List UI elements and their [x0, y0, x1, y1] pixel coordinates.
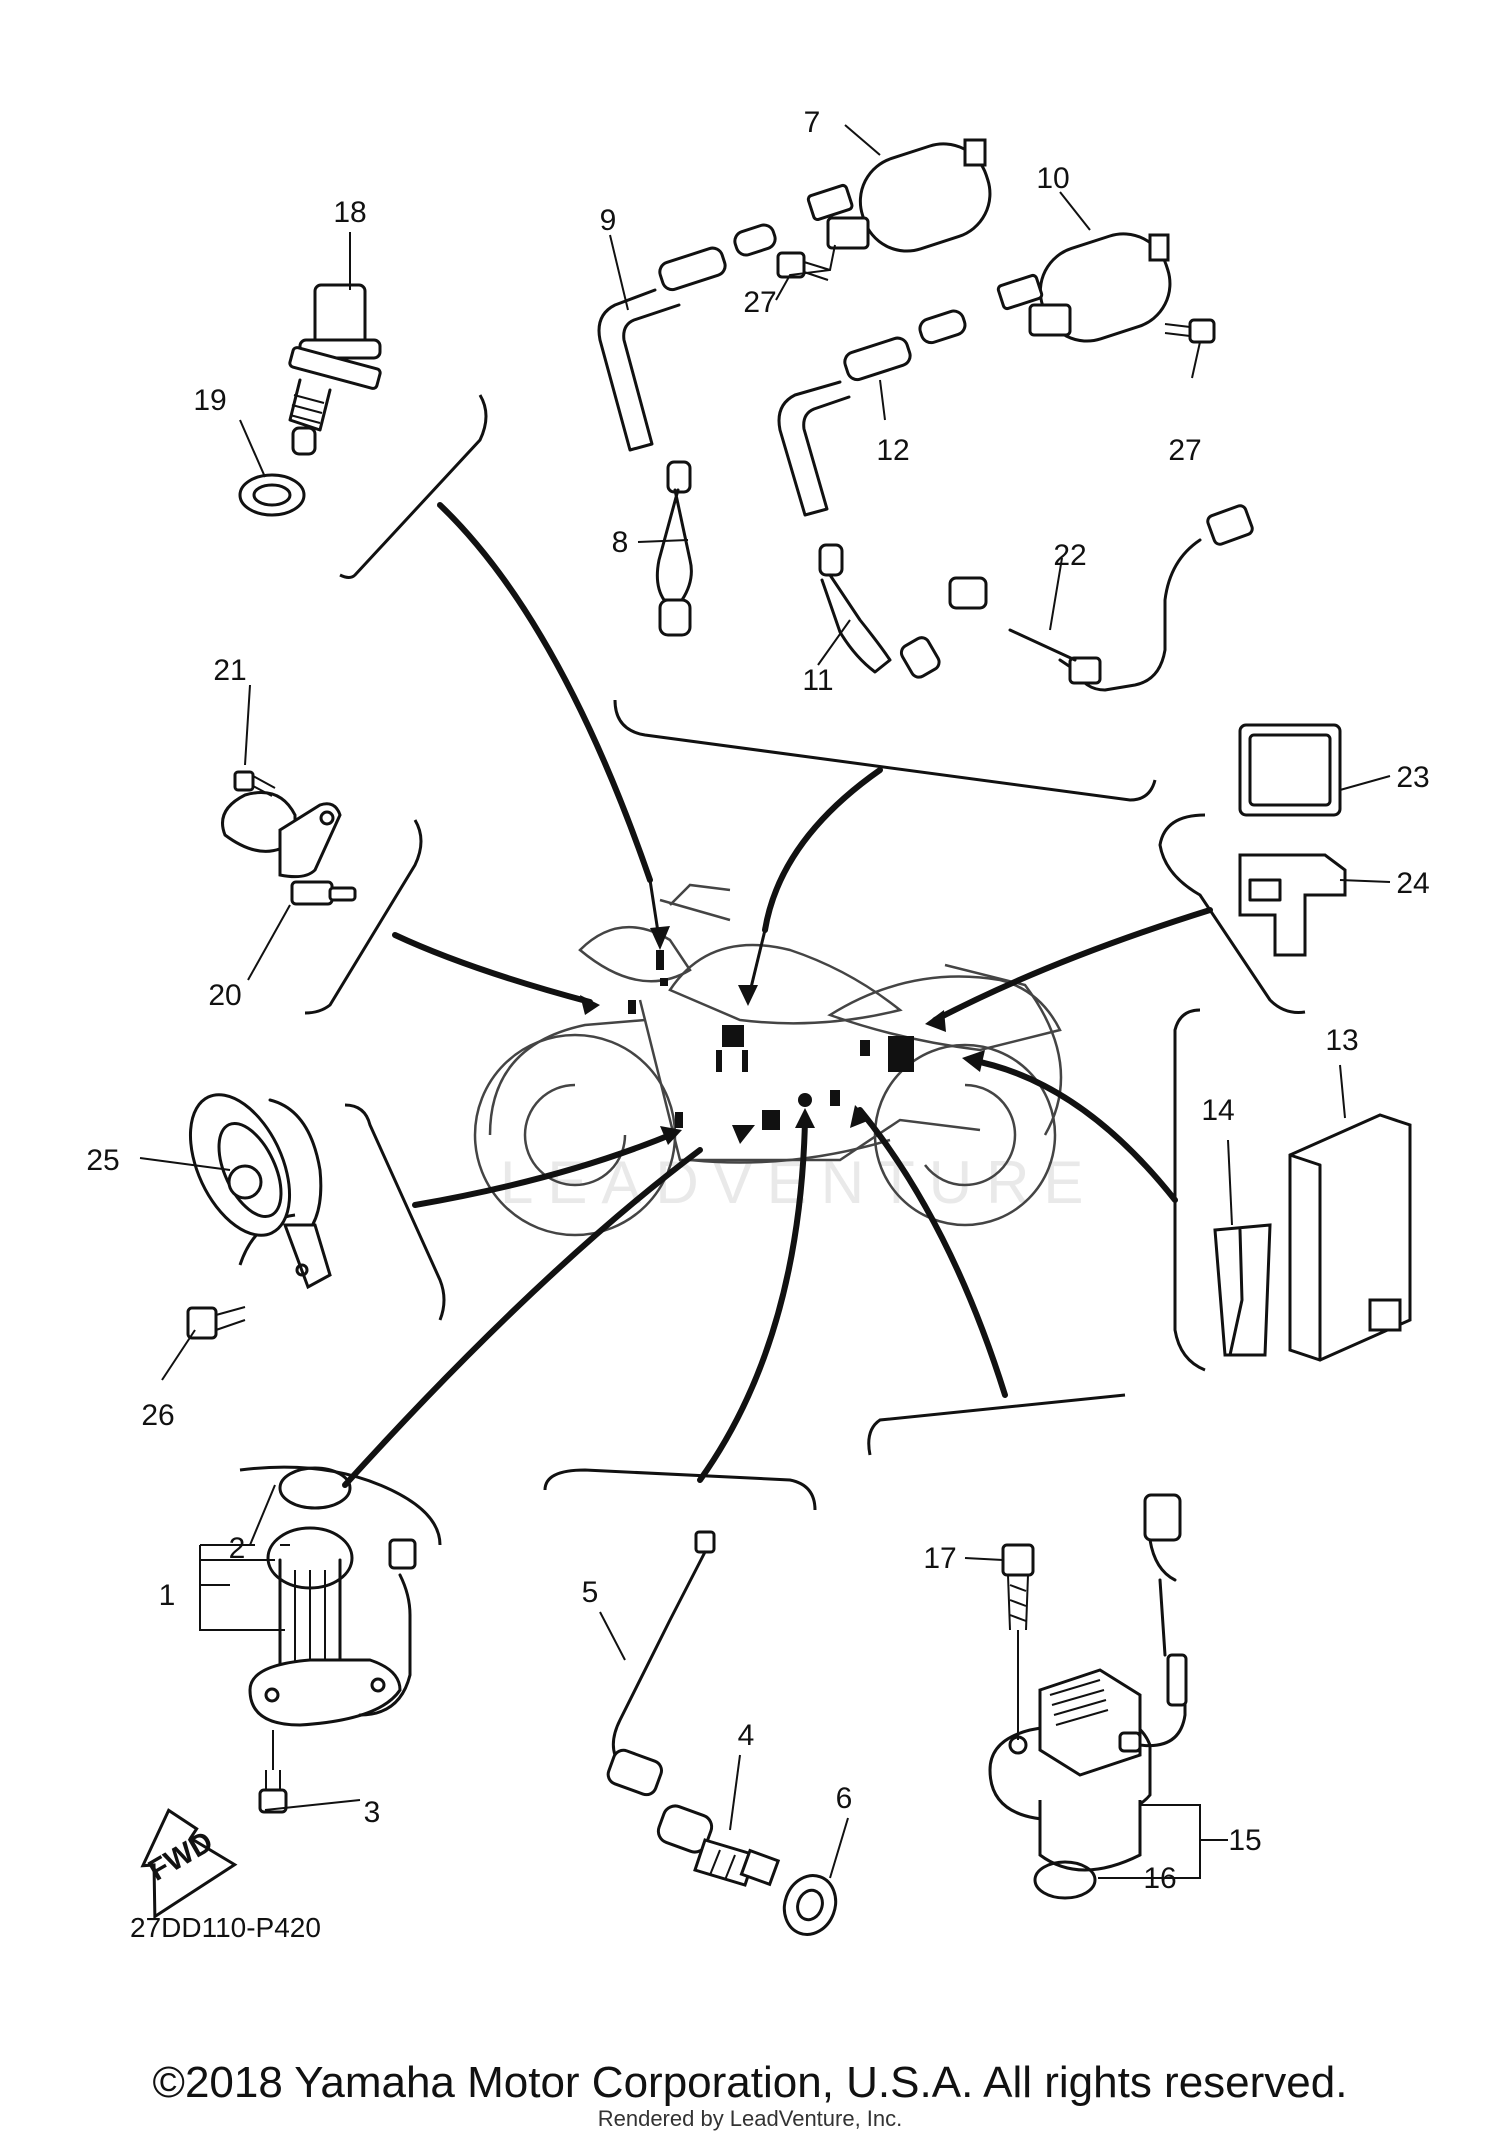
o2-sensor-4 — [656, 1804, 781, 1887]
group-brackets — [238, 394, 1306, 1546]
callout-22: 22 — [1053, 539, 1086, 572]
callout-23: 23 — [1396, 761, 1429, 794]
callout-26: 26 — [141, 1399, 174, 1432]
temperature-sensor-18 — [288, 283, 382, 456]
bike-location-markers — [628, 950, 914, 1130]
ignition-coil-10 — [996, 232, 1172, 343]
bolt-17 — [1001, 1543, 1035, 1740]
o-ring-16 — [1033, 1860, 1097, 1900]
connector-arrowheads — [580, 926, 985, 1145]
callout-19: 19 — [193, 384, 226, 417]
ecu-13 — [1288, 1113, 1412, 1362]
connector-lines — [342, 502, 1213, 1488]
bolt-3 — [258, 1730, 288, 1814]
callout-numbers: 18 19 21 20 25 26 7 9 27 10 27 12 8 11 2… — [86, 106, 1429, 1895]
callout-3: 3 — [364, 1796, 381, 1829]
sensor-20 — [221, 791, 357, 906]
callout-4: 4 — [738, 1719, 755, 1752]
callout-5: 5 — [582, 1576, 599, 1609]
rubber-14 — [1213, 1223, 1272, 1357]
plug-cap-11 — [818, 543, 941, 679]
gasket-6 — [782, 1874, 838, 1936]
relay-23 — [1238, 723, 1342, 817]
diagram-code: 27DD110-P420 — [130, 1912, 321, 1943]
callout-16: 16 — [1143, 1862, 1176, 1895]
rendered-by-notice: Rendered by LeadVenture, Inc. — [597, 2106, 903, 2131]
speed-sensor-15 — [988, 1493, 1188, 1872]
callout-12: 12 — [876, 434, 909, 467]
callout-6: 6 — [836, 1782, 853, 1815]
callout-2: 2 — [229, 1532, 246, 1565]
callout-21: 21 — [213, 654, 246, 687]
washer-19 — [238, 473, 306, 517]
callout-11: 11 — [802, 664, 833, 697]
leader-lines — [139, 124, 1391, 1879]
horn-25 — [188, 1093, 332, 1290]
callout-1: 1 — [159, 1579, 176, 1612]
callout-13: 13 — [1325, 1024, 1358, 1057]
copyright-notice: ©2018 Yamaha Motor Corporation, U.S.A. A… — [152, 2058, 1348, 2107]
bolt-26 — [186, 1306, 246, 1340]
callout-7: 7 — [804, 106, 821, 139]
screw-21 — [233, 770, 276, 797]
sensor-lead-5 — [606, 1530, 716, 1797]
bolt-27a — [776, 251, 831, 281]
lead-wire-22 — [948, 504, 1254, 692]
motorcycle-outline — [473, 883, 1063, 1237]
callout-25: 25 — [86, 1144, 119, 1177]
callout-20: 20 — [208, 979, 241, 1012]
callout-15: 15 — [1228, 1824, 1261, 1857]
high-tension-cord-12 — [777, 309, 967, 517]
plug-cap-8 — [655, 460, 693, 637]
relay-bracket-24 — [1238, 853, 1347, 957]
callout-10: 10 — [1036, 162, 1069, 195]
callout-8: 8 — [612, 526, 629, 559]
fwd-arrow-icon: FWD — [140, 1808, 238, 1920]
high-tension-cord-9 — [597, 223, 777, 452]
callout-9: 9 — [600, 204, 617, 237]
callout-27-a: 27 — [743, 286, 776, 319]
bolt-27b — [1164, 318, 1216, 344]
o-ring-2 — [278, 1466, 352, 1510]
callout-18: 18 — [333, 196, 366, 229]
callout-17: 17 — [923, 1542, 956, 1575]
sender-unit-1 — [248, 1526, 417, 1727]
callout-14: 14 — [1201, 1094, 1234, 1127]
callout-24: 24 — [1396, 867, 1429, 900]
ignition-coil-7 — [806, 138, 992, 253]
callout-27-b: 27 — [1168, 434, 1201, 467]
